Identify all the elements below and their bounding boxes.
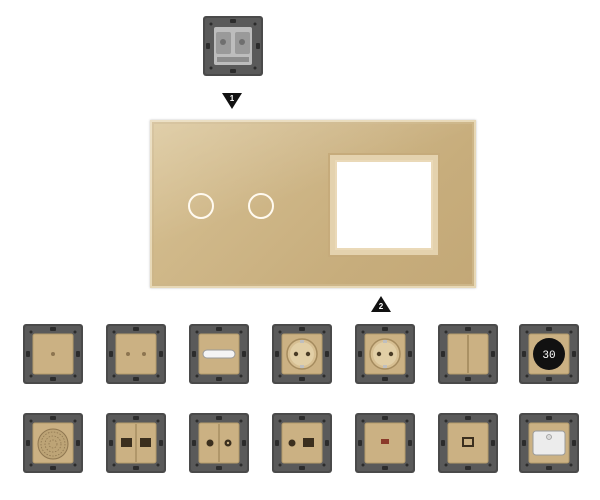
tv-data-icon <box>270 411 334 475</box>
speaker-icon <box>21 411 85 475</box>
double-data-icon <box>104 411 168 475</box>
usb-socket-icon <box>353 411 417 475</box>
double-blank-icon <box>436 322 500 386</box>
schuko-socket-child-icon <box>353 322 417 386</box>
mechanism-base-icon <box>201 14 265 78</box>
marker-1: 1 <box>221 93 243 109</box>
glass-panel <box>150 120 476 288</box>
hdmi-icon <box>436 411 500 475</box>
marker-1-label: 1 <box>229 94 235 103</box>
tv-sat-icon <box>187 411 251 475</box>
thermostat-icon: 30 <box>517 322 581 386</box>
marker-2-label: 2 <box>378 302 384 311</box>
touch-button-1[interactable] <box>188 193 214 219</box>
marker-2: 2 <box>370 296 392 312</box>
thermostat-display: 30 <box>542 350 555 362</box>
night-light-icon <box>517 411 581 475</box>
single-touch-icon <box>21 322 85 386</box>
socket-opening <box>330 155 438 255</box>
led-light-icon <box>187 322 251 386</box>
double-touch-icon <box>104 322 168 386</box>
touch-button-2[interactable] <box>248 193 274 219</box>
schuko-socket-icon <box>270 322 334 386</box>
